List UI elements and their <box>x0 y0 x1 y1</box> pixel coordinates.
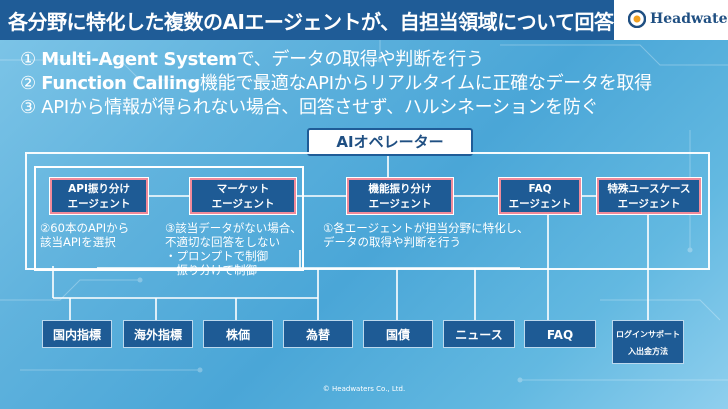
note-no-data: ③該当データがない場合、 不適切な回答をしない ・プロンプトで制御 ・振り分けで… <box>165 221 302 277</box>
category-faq: FAQ <box>524 320 596 348</box>
category-overseas-indicators: 海外指標 <box>123 320 193 348</box>
note-line: データの取得や判断を行う <box>323 235 461 249</box>
agent-label-line2: エージェント <box>67 198 131 210</box>
note-line: ・プロンプトで制御 <box>165 249 269 263</box>
function-routing-agent: 機能振り分け エージェント <box>347 178 453 214</box>
ai-operator-box: AIオペレーター <box>307 128 473 156</box>
point-number: ② <box>20 73 36 94</box>
category-line: ログインサポート <box>616 330 680 339</box>
point-number: ③ <box>20 97 36 118</box>
category-forex: 為替 <box>283 320 353 348</box>
agent-label-line1: 機能振り分け <box>368 183 432 195</box>
slide-title: 各分野に特化した複数のAIエージェントが、自担当領域について回答 <box>8 10 614 34</box>
point-1: ① Multi-Agent Systemで、データの取得や判断を行う <box>20 45 484 71</box>
special-usecase-agent: 特殊ユースケース エージェント <box>597 178 701 214</box>
point-keyword: Function Calling <box>41 73 200 94</box>
faq-agent: FAQ エージェント <box>499 178 581 214</box>
agent-label-line1: API振り分け <box>68 183 130 195</box>
category-line: 入出金方法 <box>628 347 668 356</box>
agent-label-line1: FAQ <box>528 183 552 195</box>
copyright: © Headwaters Co., Ltd. <box>322 385 406 393</box>
note-line: ①各エージェントが担当分野に特化し、 <box>323 221 529 235</box>
category-login-support: ログインサポート 入出金方法 <box>612 320 684 364</box>
company-logo: Headwaters <box>614 0 728 40</box>
note-line: ③該当データがない場合、 <box>165 221 302 235</box>
category-bonds: 国債 <box>363 320 433 348</box>
agent-label-line2: エージェント <box>617 198 681 210</box>
point-3: ③ APIから情報が得られない場合、回答させず、ハルシネーションを防ぐ <box>20 93 599 119</box>
category-domestic-indicators: 国内指標 <box>42 320 112 348</box>
note-line: ②60本のAPIから <box>40 221 130 235</box>
logo-text: Headwaters <box>650 11 728 27</box>
agent-label-line2: エージェント <box>211 198 275 210</box>
api-routing-agent: API振り分け エージェント <box>50 178 148 214</box>
agent-label-line1: 特殊ユースケース <box>607 183 691 195</box>
point-text: APIから情報が得られない場合、回答させず、ハルシネーションを防ぐ <box>41 97 599 118</box>
agent-label-line2: エージェント <box>508 198 572 210</box>
point-keyword: Multi-Agent System <box>41 49 237 70</box>
note-line: 該当APIを選択 <box>40 235 116 249</box>
logo-mark-icon <box>628 10 646 28</box>
note-specialization: ①各エージェントが担当分野に特化し、 データの取得や判断を行う <box>323 221 529 249</box>
market-agent: マーケット エージェント <box>190 178 296 214</box>
api-selection-frame <box>34 166 304 271</box>
agent-label-line1: マーケット <box>216 183 270 195</box>
agents-frame <box>25 152 710 270</box>
agent-label-line2: エージェント <box>368 198 432 210</box>
point-number: ① <box>20 49 36 70</box>
category-news: ニュース <box>443 320 515 348</box>
note-line: 不適切な回答をしない <box>165 235 280 249</box>
note-line: ・振り分けで制御 <box>165 263 257 277</box>
point-2: ② Function Calling機能で最適なAPIからリアルタイムに正確なデ… <box>20 69 652 95</box>
title-bar: 各分野に特化した複数のAIエージェントが、自担当領域について回答 <box>0 0 614 40</box>
point-text: で、データの取得や判断を行う <box>236 49 484 70</box>
category-stock-price: 株価 <box>203 320 273 348</box>
note-api-selection: ②60本のAPIから 該当APIを選択 <box>40 221 129 249</box>
point-text: 機能で最適なAPIからリアルタイムに正確なデータを取得 <box>199 73 652 94</box>
